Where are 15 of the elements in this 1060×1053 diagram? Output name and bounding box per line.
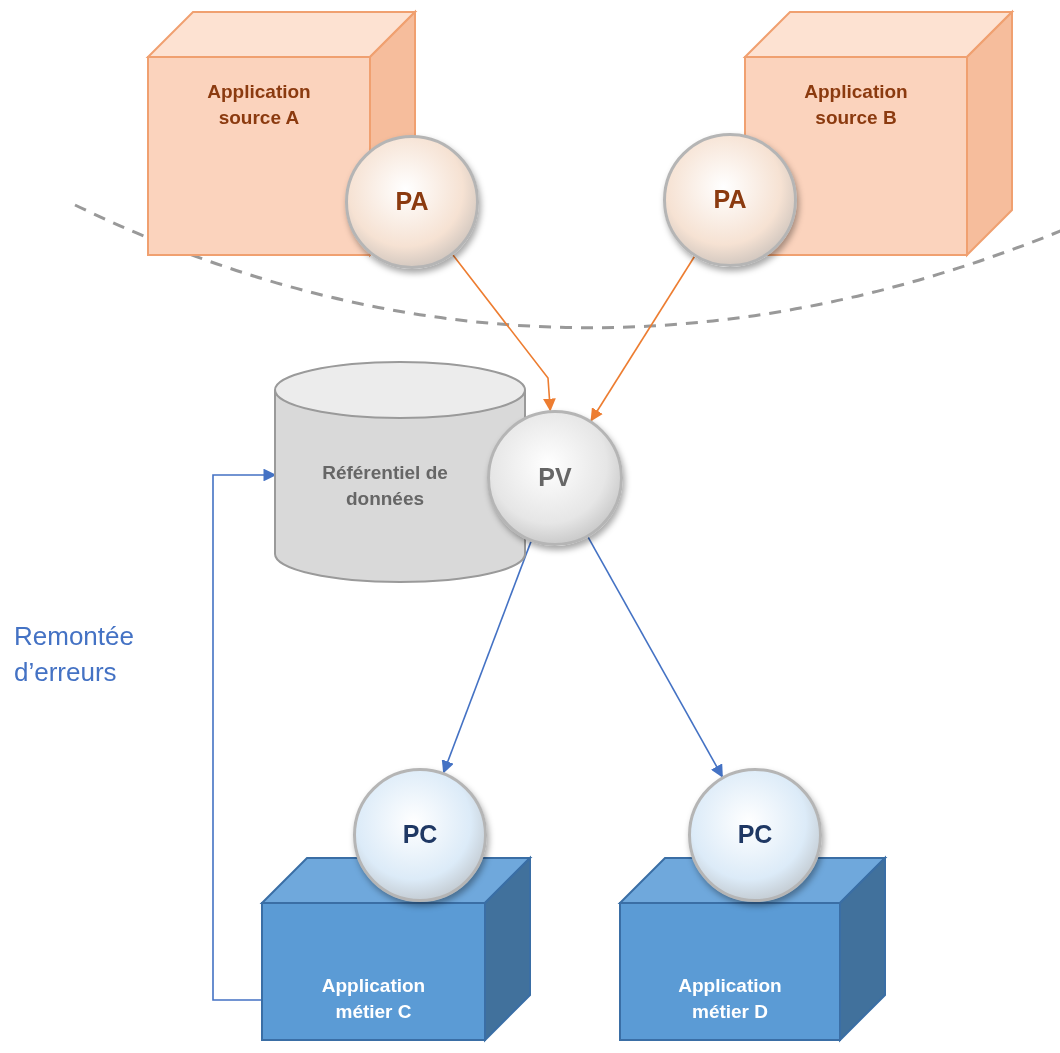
arrow — [452, 254, 556, 412]
arrow — [590, 255, 696, 422]
node-label: Application métier C — [320, 974, 427, 1024]
node-label: Référentiel de données — [321, 461, 449, 511]
arrow — [212, 468, 277, 1001]
node-label: Application source B — [803, 79, 909, 130]
node-label: PA — [395, 186, 429, 218]
arrow — [441, 540, 532, 774]
node-label: Application source A — [206, 79, 312, 130]
node-label: PV — [538, 462, 572, 494]
arrow — [587, 536, 724, 778]
node-label: PC — [737, 819, 773, 851]
node-label: PA — [713, 184, 747, 216]
node-label: PC — [402, 819, 438, 851]
node-label: Application métier D — [677, 974, 783, 1024]
